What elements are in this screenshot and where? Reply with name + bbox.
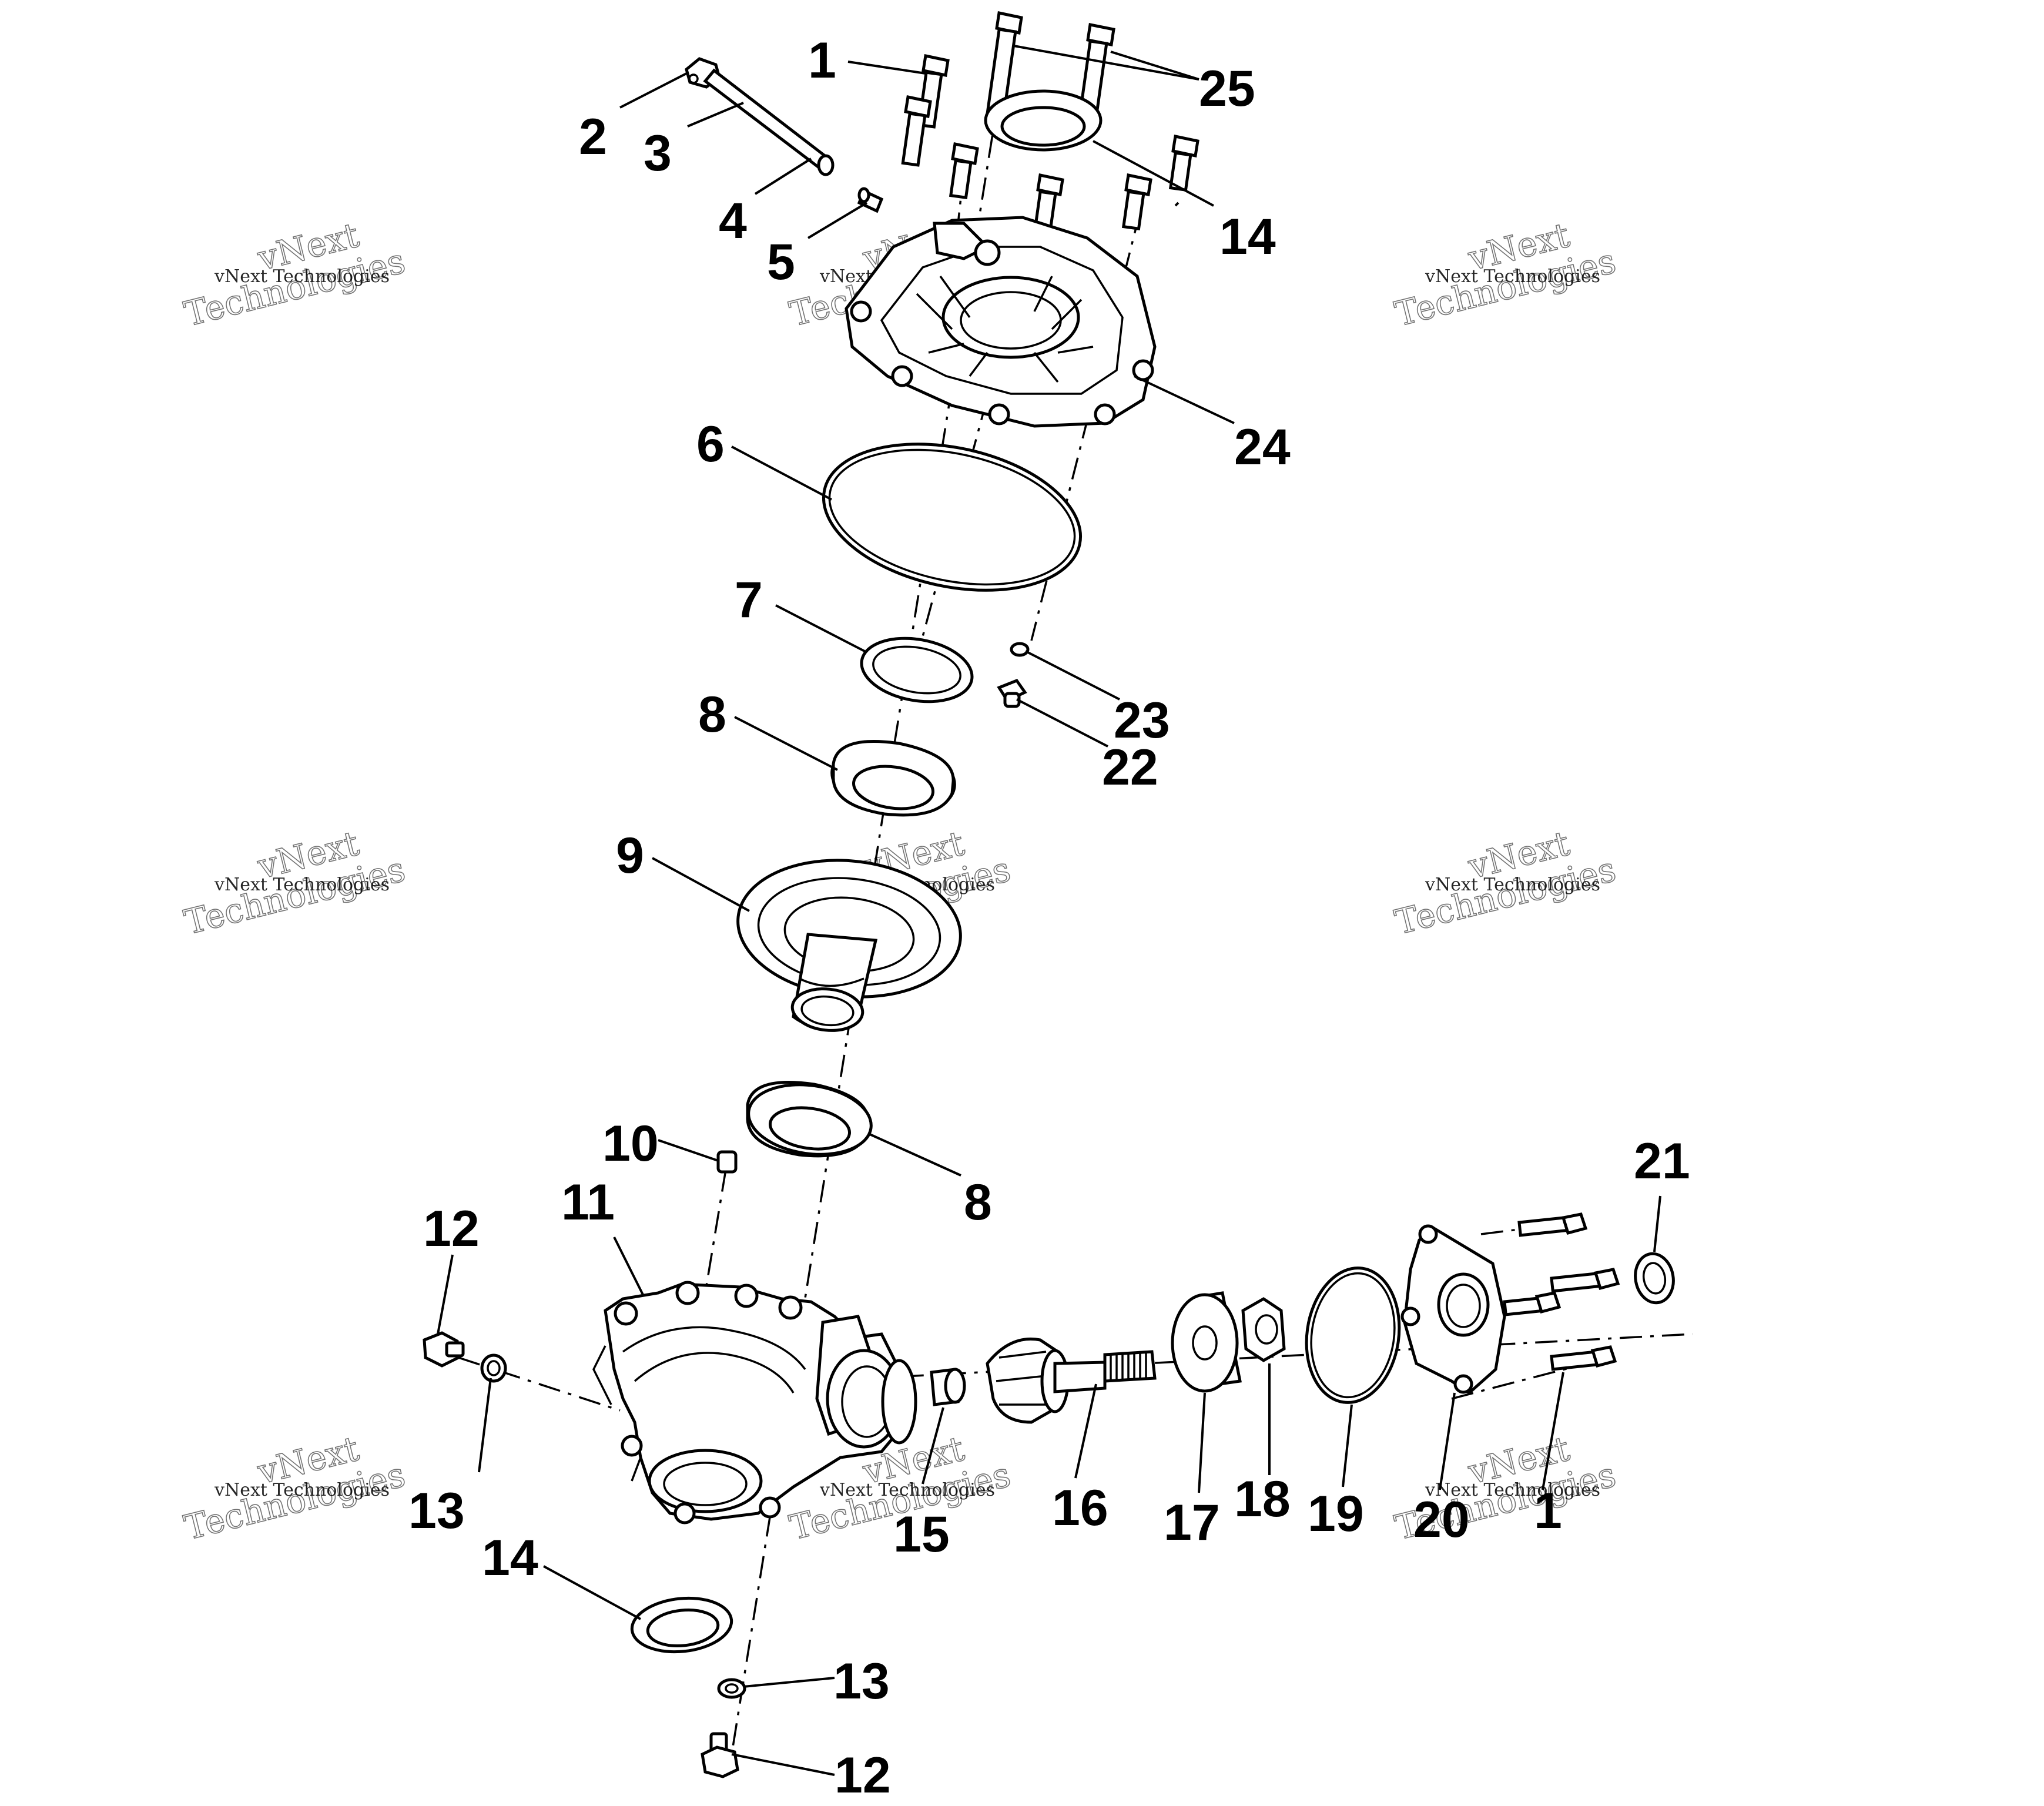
callout-23: 23 [1114, 692, 1170, 749]
o-ring-large [822, 443, 1083, 592]
callout-labels: 1 2 3 4 5 25 14 24 6 7 23 22 8 9 10 8 11… [408, 32, 1690, 1804]
svg-text:vNext Technologies: vNext Technologies [819, 1480, 995, 1500]
washer [1634, 1252, 1675, 1305]
svg-text:vNext Technologies: vNext Technologies [214, 1480, 390, 1500]
callout-14: 14 [1219, 209, 1276, 265]
watermark: vNext vNext Technologies Technologies [1390, 823, 1620, 943]
sealing-washer [717, 1678, 746, 1699]
oil-seal-top [984, 89, 1103, 152]
callout-18: 18 [1234, 1471, 1291, 1527]
callout-17: 17 [1164, 1495, 1220, 1551]
vent-fitting [857, 187, 884, 213]
bearing-upper [830, 740, 956, 817]
bolt [1168, 135, 1199, 192]
callout-5: 5 [767, 234, 795, 290]
watermark: vNext vNext Technologies Technologies [180, 215, 410, 335]
callout-9: 9 [616, 827, 644, 884]
callout-13: 13 [833, 1653, 890, 1710]
spacer [1171, 1291, 1242, 1393]
callout-14: 14 [482, 1530, 538, 1586]
plug [716, 1150, 738, 1174]
callout-1: 1 [1534, 1483, 1562, 1539]
drain-bolt [423, 1331, 465, 1368]
bolt [1517, 1212, 1588, 1237]
shim [860, 636, 974, 703]
svg-text:vNext Technologies: vNext Technologies [1425, 874, 1600, 895]
callout-3: 3 [644, 125, 672, 182]
callout-24: 24 [1234, 419, 1291, 475]
callout-8: 8 [964, 1174, 992, 1231]
bolt [1033, 173, 1064, 231]
gearcase-cover [845, 216, 1157, 428]
svg-text:vNext Technologies: vNext Technologies [1425, 266, 1600, 287]
pinion-shaft [986, 1337, 1157, 1424]
bolt [1550, 1345, 1617, 1371]
breather-hose [703, 68, 835, 176]
callout-12: 12 [423, 1201, 480, 1257]
callout-4: 4 [719, 193, 747, 249]
callout-12: 12 [835, 1747, 891, 1804]
callout-11: 11 [561, 1174, 615, 1231]
main-gearcase-housing [592, 1281, 917, 1524]
bearing-lower [746, 1081, 873, 1158]
pinion-nut [1241, 1297, 1286, 1362]
o-ring-pinion-cover [1305, 1266, 1401, 1404]
bolt [949, 142, 979, 200]
svg-text:vNext Technologies: vNext Technologies [214, 874, 390, 895]
svg-text:vNext Technologies: vNext Technologies [214, 266, 390, 287]
ring-gear [736, 859, 962, 1032]
sealing-washer [480, 1353, 507, 1383]
callout-16: 16 [1052, 1480, 1108, 1536]
svg-text:vNext Technologies: vNext Technologies [1425, 1480, 1600, 1500]
drain-bolt [701, 1732, 739, 1778]
callout-22: 22 [1102, 739, 1158, 796]
bolt [1503, 1291, 1562, 1316]
callout-21: 21 [1634, 1133, 1690, 1190]
callout-8: 8 [698, 686, 726, 743]
callout-19: 19 [1308, 1486, 1364, 1542]
oil-seal-lower [630, 1596, 733, 1654]
bushing [930, 1368, 966, 1406]
callout-20: 20 [1413, 1492, 1470, 1548]
leader-lines [437, 45, 1661, 1776]
callout-2: 2 [579, 109, 607, 165]
watermark: vNext vNext Technologies Technologies [180, 823, 410, 943]
callout-6: 6 [696, 416, 725, 473]
watermark: vNext vNext Technologies Technologies [180, 1428, 410, 1549]
callout-10: 10 [602, 1115, 659, 1172]
callout-7: 7 [735, 572, 763, 628]
callout-1: 1 [808, 32, 836, 89]
watermark: vNext vNext Technologies Technologies [1390, 215, 1620, 335]
callout-15: 15 [893, 1506, 950, 1563]
bolt [901, 95, 932, 167]
pinion-bearing-cover [1400, 1224, 1506, 1395]
callout-13: 13 [408, 1483, 465, 1539]
bolt [1121, 173, 1152, 231]
callout-25: 25 [1199, 61, 1255, 117]
bolt [1550, 1268, 1620, 1293]
o-ring-small [1010, 642, 1030, 657]
